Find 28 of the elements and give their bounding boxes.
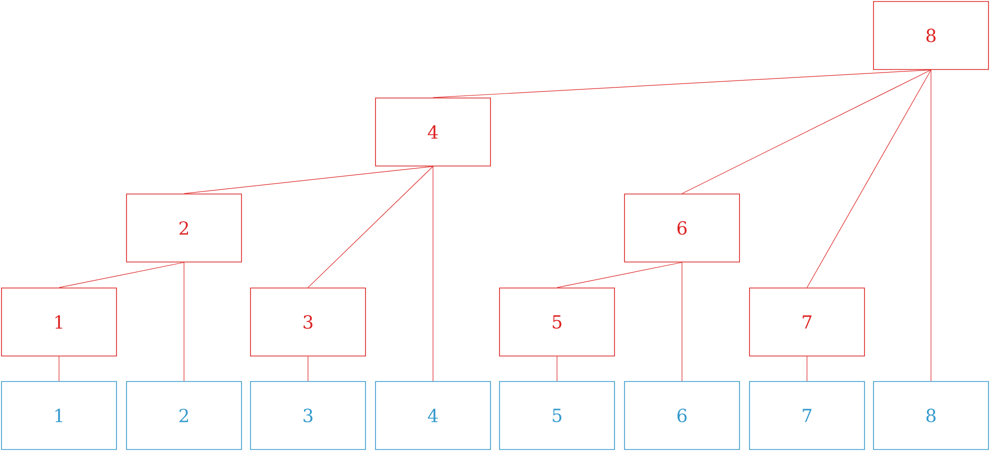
connector-line	[682, 70, 932, 194]
connector-line	[556, 356, 558, 382]
connector-line	[308, 166, 434, 288]
tree-node-box: 3	[250, 288, 366, 356]
tree-node-box: 4	[375, 98, 491, 166]
leaf-box: 6	[624, 381, 740, 450]
leaf-box: 3	[250, 381, 366, 450]
tree-node-box: 7	[749, 288, 865, 356]
connector-line	[184, 166, 434, 194]
leaf-box: 5	[499, 381, 615, 450]
connector-line	[930, 70, 932, 382]
tree-node-box: 2	[126, 194, 242, 262]
tree-node-box: 5	[499, 288, 615, 356]
tree-node-box: 8	[873, 1, 989, 70]
tree-node-box: 6	[624, 194, 740, 262]
connector-line	[432, 166, 434, 382]
connector-line	[58, 356, 60, 382]
connector-line	[806, 70, 932, 288]
connector-line	[432, 70, 932, 98]
connector-line	[556, 262, 682, 288]
connector-line	[806, 356, 808, 382]
connector-line	[58, 262, 184, 288]
leaf-box: 2	[126, 381, 242, 450]
leaf-box: 1	[1, 381, 117, 450]
leaf-box: 7	[749, 381, 865, 450]
leaf-box: 8	[873, 381, 989, 450]
leaf-box: 4	[375, 381, 491, 450]
tree-node-box: 1	[1, 288, 117, 356]
